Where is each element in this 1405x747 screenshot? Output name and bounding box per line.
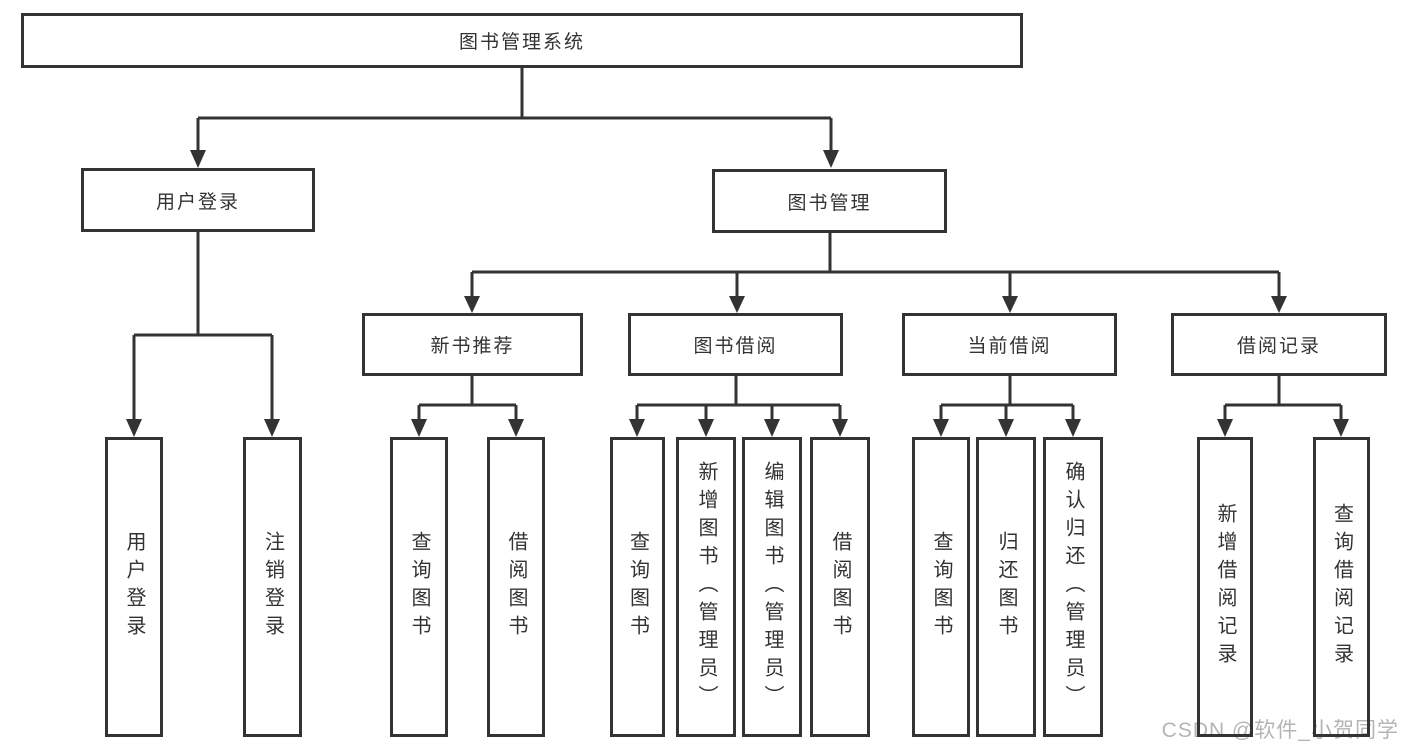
leaf-label: 新增借阅记录 [1214, 503, 1236, 671]
node-label: 用户登录 [155, 191, 240, 213]
leaf-label: 注销登录 [261, 531, 284, 643]
arrowhead-icons [126, 150, 1349, 437]
node-label: 当前借阅 [967, 336, 1052, 357]
leaf-add-borrow-record: 新增借阅记录 [1197, 437, 1253, 737]
node-label: 图书借阅 [693, 336, 778, 357]
node-book-borrowing: 图书借阅 [628, 313, 843, 376]
node-label: 图书管理系统 [458, 32, 585, 53]
leaf-label: 确认归还（管理员） [1062, 461, 1084, 713]
leaf-return-books: 归还图书 [976, 437, 1036, 737]
leaf-label: 查询图书 [626, 531, 649, 643]
leaf-label: 查询借阅记录 [1330, 503, 1353, 671]
node-label: 借阅记录 [1236, 336, 1321, 357]
leaf-label: 借阅图书 [505, 531, 527, 643]
leaf-edit-books-admin: 编辑图书（管理员） [742, 437, 802, 737]
leaf-confirm-return-admin: 确认归还（管理员） [1043, 437, 1103, 737]
node-user-login: 用户登录 [81, 168, 315, 232]
leaf-label: 借阅图书 [829, 531, 851, 643]
leaf-label: 查询图书 [930, 531, 952, 643]
leaf-label: 用户登录 [123, 531, 145, 643]
node-borrowing-records: 借阅记录 [1171, 313, 1387, 376]
node-label: 新书推荐 [430, 336, 515, 357]
node-book-management: 图书管理 [712, 169, 947, 233]
leaf-query-borrow-record: 查询借阅记录 [1313, 437, 1370, 737]
leaf-add-books-admin: 新增图书（管理员） [676, 437, 736, 737]
node-new-book-recommendation: 新书推荐 [362, 313, 583, 376]
leaf-label: 编辑图书（管理员） [761, 461, 783, 713]
leaf-borrow-books-recommend: 借阅图书 [487, 437, 545, 737]
leaf-query-books-borrowing: 查询图书 [610, 437, 665, 737]
node-label: 图书管理 [787, 192, 872, 214]
leaf-label: 查询图书 [408, 531, 430, 643]
leaf-logout: 注销登录 [243, 437, 302, 737]
leaf-user-login: 用户登录 [105, 437, 163, 737]
node-current-borrowing: 当前借阅 [902, 313, 1117, 376]
leaf-borrow-books: 借阅图书 [810, 437, 870, 737]
leaf-label: 新增图书（管理员） [695, 461, 717, 713]
leaf-query-books-current: 查询图书 [912, 437, 970, 737]
leaf-query-books-recommend: 查询图书 [390, 437, 448, 737]
leaf-label: 归还图书 [995, 531, 1017, 643]
node-library-management-system: 图书管理系统 [21, 13, 1023, 68]
